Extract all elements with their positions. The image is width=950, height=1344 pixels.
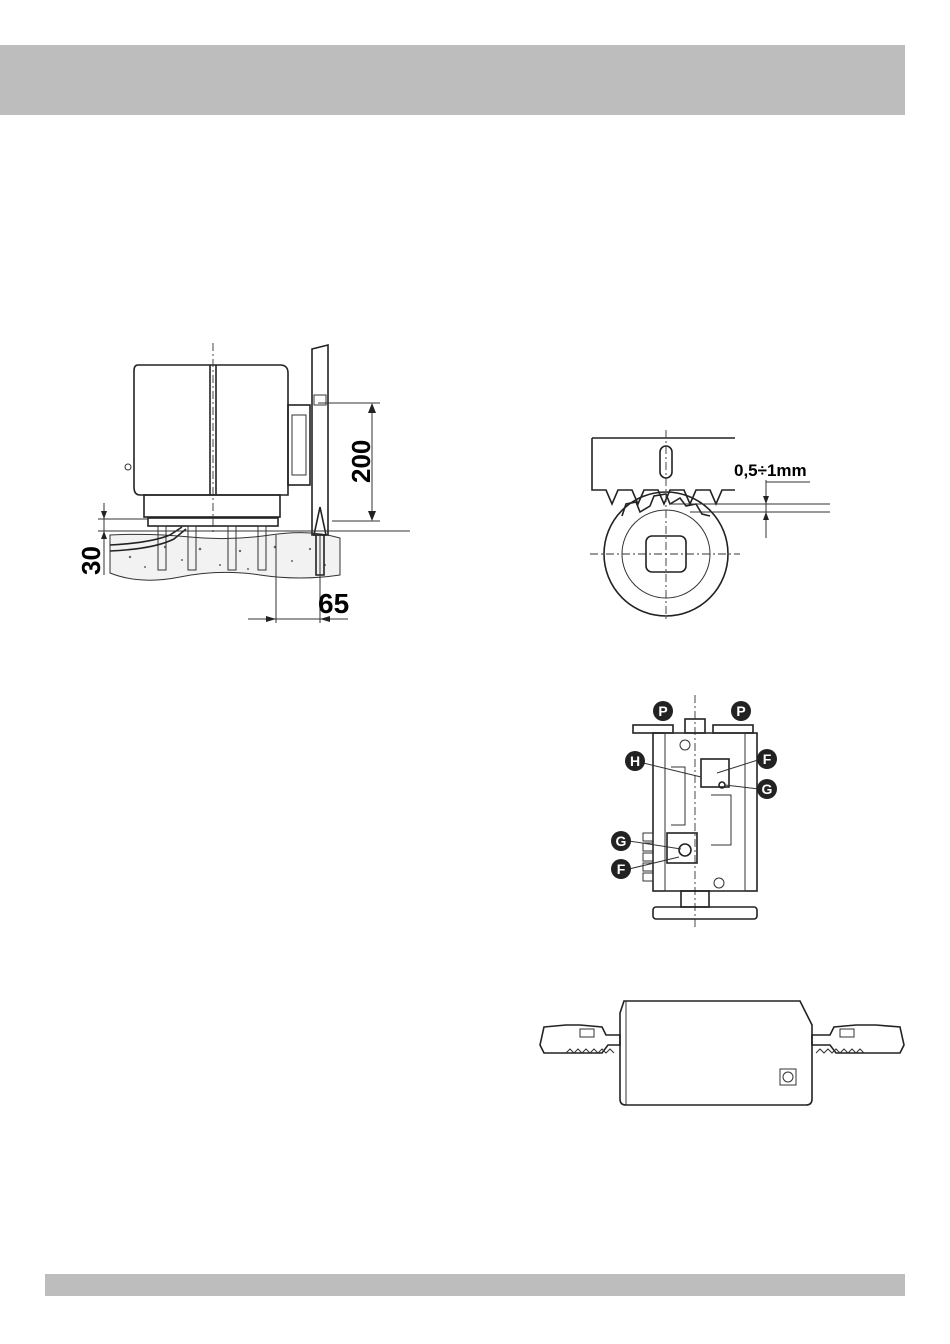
motor-installation-diagram: 200 30 65 xyxy=(70,335,430,635)
marker-f-upper: F xyxy=(757,749,777,769)
switch-body xyxy=(653,733,757,891)
gate-leaf xyxy=(312,345,328,535)
svg-text:G: G xyxy=(762,781,773,797)
dimension-65: 65 xyxy=(318,588,349,619)
gap-label: 0,5÷1mm xyxy=(734,461,807,480)
right-limit-bracket xyxy=(812,1025,904,1053)
svg-text:P: P xyxy=(736,703,745,719)
svg-text:G: G xyxy=(616,833,627,849)
svg-text:H: H xyxy=(630,753,640,769)
marker-g-lower: G xyxy=(611,831,631,851)
concrete-foundation xyxy=(110,533,340,581)
marker-p-right: P xyxy=(731,701,751,721)
footer-band xyxy=(45,1274,905,1296)
dimension-200: 200 xyxy=(346,440,376,483)
svg-text:P: P xyxy=(658,703,667,719)
rack-pinion-gap-diagram: 0,5÷1mm xyxy=(570,420,840,630)
output-gear xyxy=(653,907,757,919)
marker-g-upper: G xyxy=(757,779,777,799)
motor-housing xyxy=(134,365,288,495)
marker-p-left: P xyxy=(653,701,673,721)
pinion-assembly xyxy=(288,405,310,485)
left-limit-bracket xyxy=(540,1025,620,1053)
cover-screw xyxy=(783,1072,793,1082)
motor-lower-body xyxy=(144,495,280,517)
marker-f-lower: F xyxy=(611,859,631,879)
svg-text:F: F xyxy=(617,861,626,877)
dimension-30: 30 xyxy=(76,546,106,575)
motor-top-view-diagram xyxy=(530,995,910,1115)
marker-h: H xyxy=(625,751,645,771)
header-band xyxy=(0,45,905,115)
motor-cover-top xyxy=(620,1001,812,1105)
svg-text:F: F xyxy=(763,751,772,767)
limit-switch-diagram: P P H F G G F xyxy=(605,695,785,935)
terminal-block xyxy=(643,833,653,881)
